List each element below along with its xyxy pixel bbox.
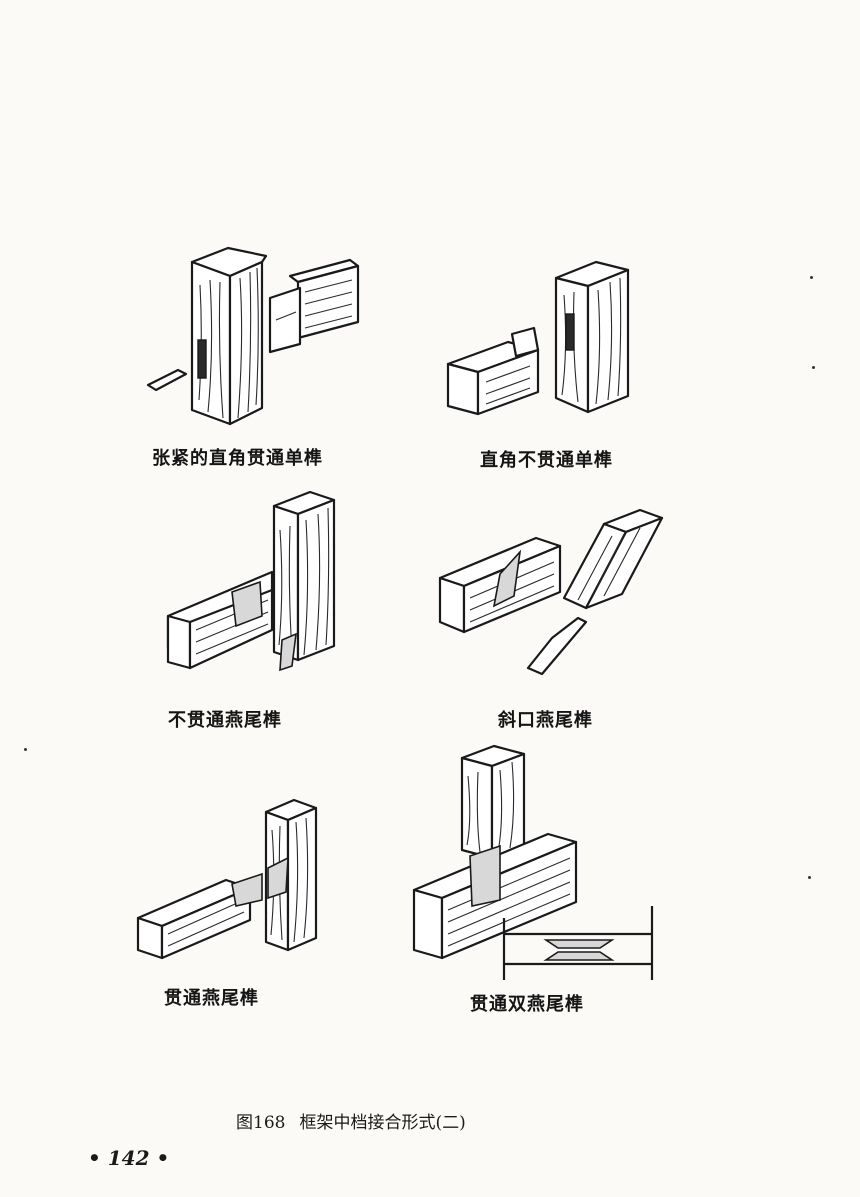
- scan-speck: [24, 748, 27, 751]
- caption-blind-dovetail: 不贯通燕尾榫: [168, 710, 282, 731]
- caption-tensioned-through-tenon: 张紧的直角贯通单榫: [152, 448, 323, 469]
- illustration-tensioned-through-tenon: [146, 246, 360, 426]
- illustration-mitred-dovetail: [438, 508, 664, 676]
- scan-speck: [808, 876, 811, 879]
- illustration-blind-dovetail: [166, 490, 336, 672]
- caption-through-dovetail: 贯通燕尾榫: [164, 988, 259, 1009]
- figure-caption: 图168 框架中档接合形式(二): [236, 1108, 466, 1133]
- scan-speck: [810, 276, 813, 279]
- illustration-blind-right-angle-tenon: [446, 260, 630, 416]
- page-number: • 142 •: [88, 1146, 170, 1170]
- caption-through-double-dovetail: 贯通双燕尾榫: [470, 994, 584, 1015]
- scan-speck: [812, 366, 815, 369]
- figure-title: 框架中档接合形式(二): [299, 1113, 466, 1133]
- figure-number: 图168: [236, 1113, 286, 1133]
- caption-mitred-dovetail: 斜口燕尾榫: [498, 710, 593, 731]
- illustration-through-double-dovetail: [412, 744, 654, 980]
- illustration-through-dovetail: [136, 798, 318, 960]
- caption-blind-right-angle-tenon: 直角不贯通单榫: [480, 450, 613, 471]
